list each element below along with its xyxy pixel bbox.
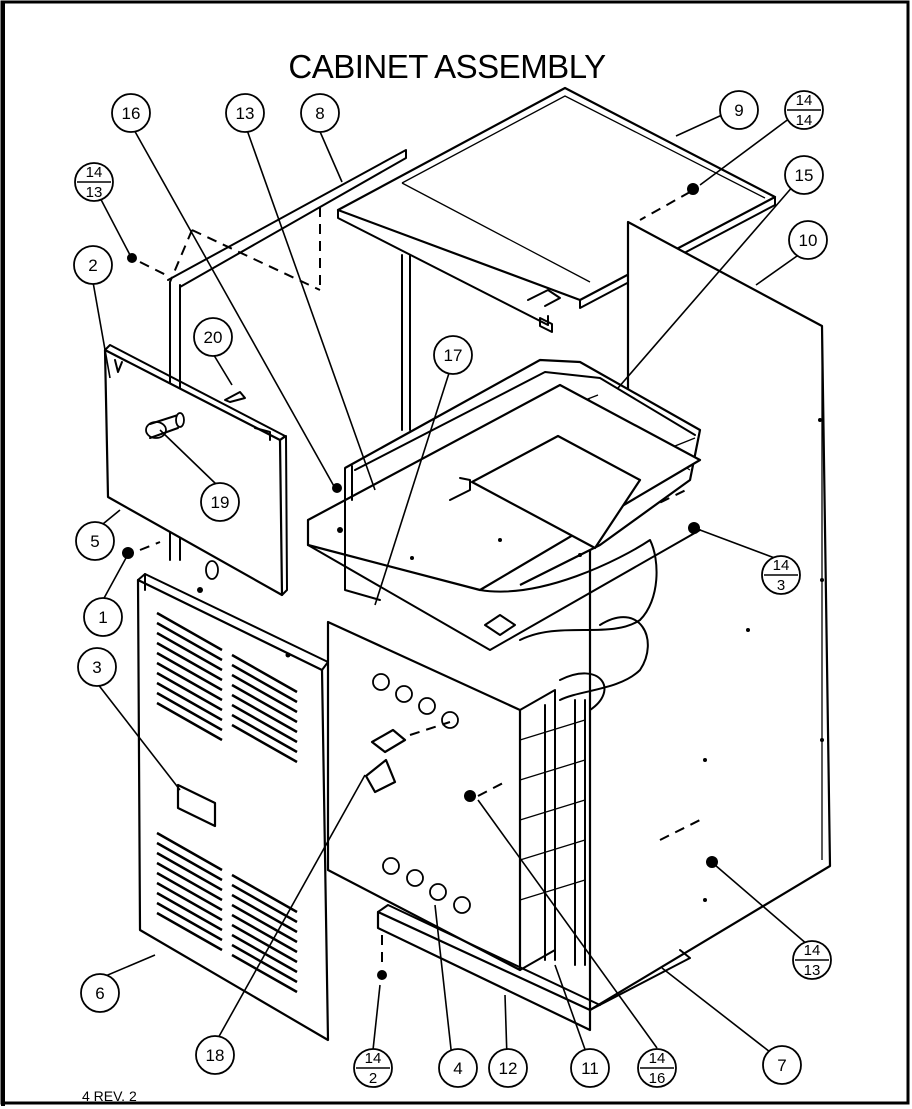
svg-text:3: 3 <box>92 658 101 677</box>
svg-text:13: 13 <box>804 962 821 979</box>
svg-text:14: 14 <box>804 942 821 959</box>
heat-exchanger-assembly <box>306 358 702 711</box>
svg-text:18: 18 <box>206 1046 225 1065</box>
svg-text:13: 13 <box>236 104 255 123</box>
svg-text:2: 2 <box>88 256 97 275</box>
callout-15: 15 <box>784 155 824 195</box>
callout-17: 17 <box>433 335 473 375</box>
fraction-callout-14-13-right: 14 13 <box>792 940 832 980</box>
svg-text:20: 20 <box>204 328 223 347</box>
svg-text:15: 15 <box>795 166 814 185</box>
svg-text:7: 7 <box>777 1056 786 1075</box>
svg-text:14: 14 <box>773 557 790 574</box>
leader-lines <box>92 114 809 1059</box>
callout-11: 11 <box>570 1048 610 1088</box>
fraction-callout-14-2: 14 2 <box>353 1048 393 1088</box>
svg-text:6: 6 <box>95 984 104 1003</box>
callout-3: 3 <box>77 647 117 687</box>
fraction-callout-14-16: 14 16 <box>637 1048 677 1088</box>
callout-10: 10 <box>788 220 828 260</box>
callout-20: 20 <box>193 317 233 357</box>
svg-text:11: 11 <box>581 1059 599 1078</box>
callout-8: 8 <box>300 93 340 133</box>
svg-text:16: 16 <box>122 104 141 123</box>
fraction-callout-14-14: 14 14 <box>784 90 824 130</box>
svg-text:3: 3 <box>777 577 785 594</box>
svg-text:13: 13 <box>86 184 103 201</box>
callout-4: 4 <box>438 1048 478 1088</box>
fraction-callouts: 14 14 14 13 14 3 14 13 14 2 <box>74 90 832 1088</box>
fraction-callout-14-13-left: 14 13 <box>74 162 114 202</box>
svg-text:14: 14 <box>649 1050 666 1067</box>
svg-text:17: 17 <box>444 346 463 365</box>
svg-text:8: 8 <box>315 104 324 123</box>
svg-text:12: 12 <box>499 1059 518 1078</box>
inner-front-panel <box>326 620 586 972</box>
callout-12: 12 <box>488 1048 528 1088</box>
page-title: CABINET ASSEMBLY <box>288 48 606 85</box>
lower-louvers <box>156 831 298 994</box>
callout-7: 7 <box>762 1045 802 1085</box>
inner-panel-holes <box>372 673 471 914</box>
svg-text:14: 14 <box>796 112 813 129</box>
callout-19: 19 <box>200 482 240 522</box>
svg-text:16: 16 <box>649 1070 666 1087</box>
callout-18: 18 <box>195 1035 235 1075</box>
callouts: 1 2 3 4 5 6 7 8 9 10 11 12 13 15 16 17 1… <box>73 90 828 1088</box>
door-panel <box>103 344 288 597</box>
svg-text:14: 14 <box>796 92 813 109</box>
svg-text:19: 19 <box>211 493 230 512</box>
svg-text:5: 5 <box>90 532 99 551</box>
svg-text:1: 1 <box>98 608 107 627</box>
svg-text:2: 2 <box>369 1070 377 1087</box>
svg-text:9: 9 <box>734 101 743 120</box>
callout-2: 2 <box>73 245 113 285</box>
svg-text:4: 4 <box>453 1059 462 1078</box>
callout-5: 5 <box>75 521 115 561</box>
svg-text:10: 10 <box>799 231 818 250</box>
callout-13: 13 <box>225 93 265 133</box>
callout-9: 9 <box>719 90 759 130</box>
svg-text:14: 14 <box>365 1050 382 1067</box>
hardware <box>122 183 718 980</box>
bottom-rail <box>376 904 691 1032</box>
callout-6: 6 <box>80 973 120 1013</box>
callout-16: 16 <box>111 93 151 133</box>
svg-text:14: 14 <box>86 164 103 181</box>
fraction-callout-14-3: 14 3 <box>761 555 801 595</box>
callout-1: 1 <box>83 597 123 637</box>
right-side-panel <box>588 220 832 1012</box>
upper-louvers <box>156 611 298 764</box>
lower-front-panel <box>136 573 330 1042</box>
revision-footer: 4 REV. 2 <box>82 1088 137 1104</box>
